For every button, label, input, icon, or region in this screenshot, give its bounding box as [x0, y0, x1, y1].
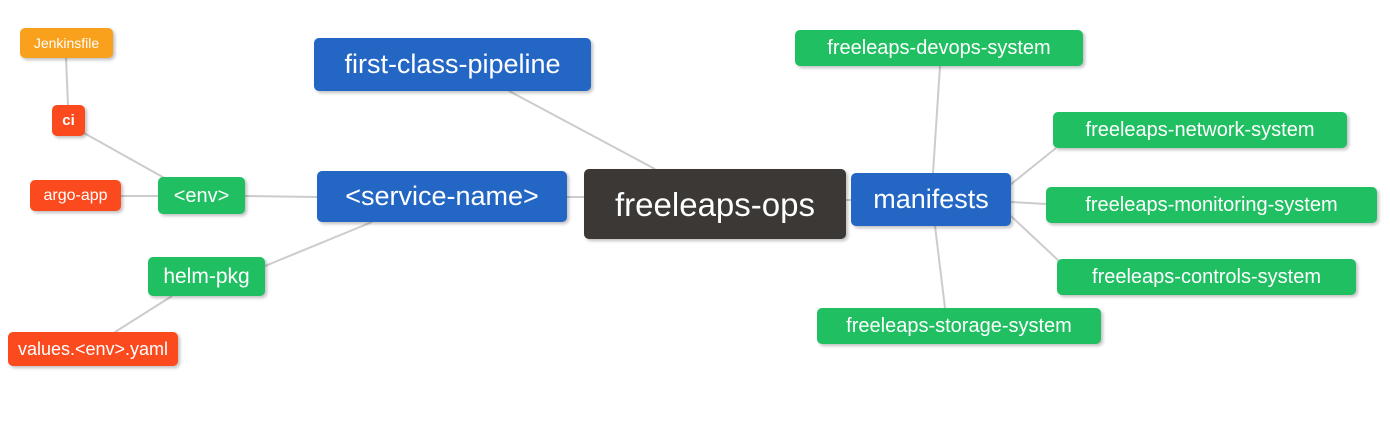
node-freeleaps-controls-system[interactable]: freeleaps-controls-system — [1057, 259, 1356, 295]
edge-helm-pkg-service-name — [264, 221, 373, 267]
node-freeleaps-monitoring-system[interactable]: freeleaps-monitoring-system — [1046, 187, 1377, 223]
node-env[interactable]: <env> — [158, 177, 245, 214]
node-jenkinsfile[interactable]: Jenkinsfile — [20, 28, 113, 58]
edge-jenkinsfile-ci — [65, 57, 69, 106]
edge-manifests-storage — [934, 225, 946, 309]
node-freeleaps-ops-root[interactable]: freeleaps-ops — [584, 169, 846, 239]
edge-values-helm-pkg — [114, 295, 173, 333]
node-helm-pkg[interactable]: helm-pkg — [148, 257, 265, 296]
edge-env-service-name — [244, 195, 318, 198]
node-service-name[interactable]: <service-name> — [317, 171, 567, 222]
edge-ci-env — [83, 132, 169, 181]
edge-manifests-network — [1009, 147, 1057, 186]
node-ci[interactable]: ci — [52, 105, 85, 136]
node-freeleaps-network-system[interactable]: freeleaps-network-system — [1053, 112, 1347, 148]
edge-manifests-controls — [1010, 215, 1061, 263]
node-manifests[interactable]: manifests — [851, 173, 1011, 226]
node-freeleaps-devops-system[interactable]: freeleaps-devops-system — [795, 30, 1083, 66]
edge-first-class-pipeline-root — [508, 90, 656, 170]
edge-manifests-monitoring — [1010, 201, 1047, 205]
node-first-class-pipeline[interactable]: first-class-pipeline — [314, 38, 591, 91]
node-argo-app[interactable]: argo-app — [30, 180, 121, 211]
node-values-env-yaml[interactable]: values.<env>.yaml — [8, 332, 178, 366]
edge-manifests-devops — [932, 65, 941, 174]
node-freeleaps-storage-system[interactable]: freeleaps-storage-system — [817, 308, 1101, 344]
